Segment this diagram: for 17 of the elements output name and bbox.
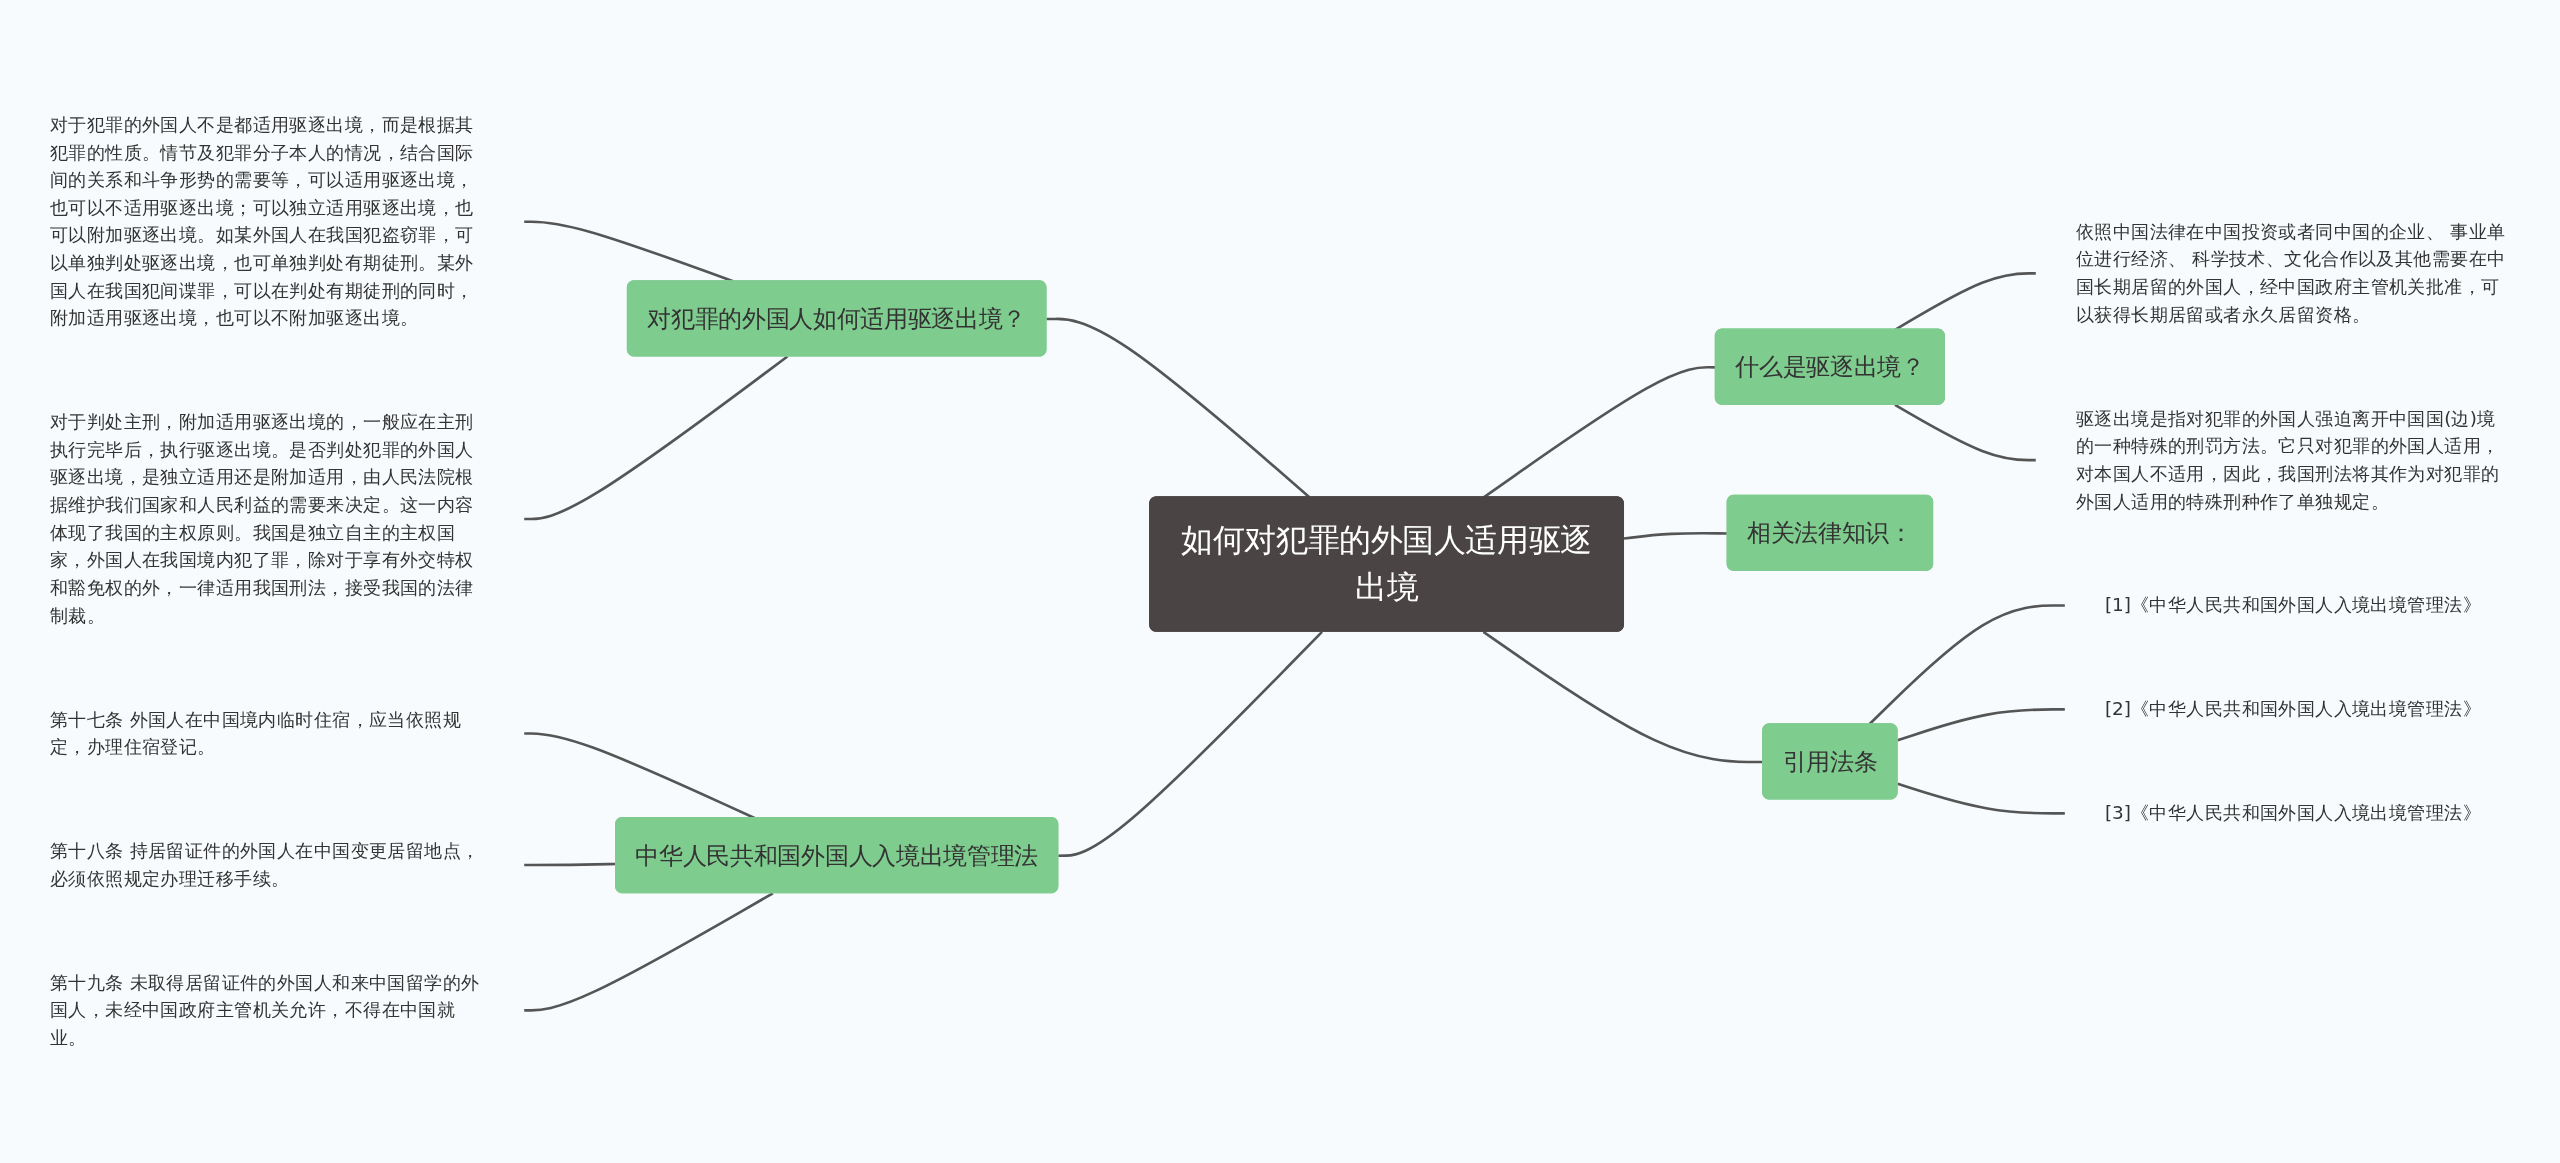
connector	[1058, 630, 1323, 858]
node-text: 对于判处主刑，附加适用驱逐出境的，一般应在主刑执行完毕后，执行驱逐出境。是否判处犯罪的外国人驱逐出境，是独立适用还是附加适用，由人民法院根据维护我们国家和人民利益的需要来决定。这一内容体现了我国的主权原则。我国是独立自主的主权国家，外国人在我国境内犯了罪，除对于享有外交特权和豁免权的外，一律适用我国刑法，接受我国的法律制裁。	[49, 411, 474, 626]
node-text: [2]《中华人民共和国外国人入境出境管理法》	[2104, 698, 2481, 720]
node-text: 对于犯罪的外国人不是都适用驱逐出境，而是根据其犯罪的性质。情节及犯罪分子本人的情况，结合国际间的关系和斗争形势的需要等，可以适用驱逐出境，也可以不适用驱逐出境；可以独立适用驱逐出境，也可以附加驱逐出境。如某外国人在我国犯盗窃罪，可以单独判处驱逐出境，也可单独判处有期徒刑。某外国人在我国犯间谍罪，可以在判处有期徒刑的同时，附加适用驱逐出境，也可以不附加驱逐出境。	[49, 113, 474, 329]
connector	[1897, 782, 2066, 815]
node-text: 第十九条 未取得居留证件的外国人和来中国留学的外国人，未经中国政府主管机关允许，不得在中国就业。	[49, 971, 480, 1048]
node-text: [3]《中华人民共和国外国人入境出境管理法》	[2104, 802, 2481, 824]
node-text: [1]《中华人民共和国外国人入境出境管理法》	[2104, 594, 2481, 616]
node-text: 第十七条 外国人在中国境内临时住宿，应当依照规定，办理住宿登记。	[49, 708, 462, 758]
connector	[1897, 708, 2066, 742]
node-text: 第十八条 持居留证件的外国人在中国变更居留地点，必须依照规定办理迁移手续。	[49, 840, 480, 889]
connector	[1623, 531, 1728, 540]
node-text: 驱逐出境是指对犯罪的外国人强迫离开中国国(边)境的一种特殊的刑罚方法。它只对犯罪的外国人适用，对本国人不适用，因此，我国刑法将其作为对犯罪的外国人适用的特殊刑种作了单独规定。	[2075, 407, 2500, 512]
connector	[1894, 403, 2037, 462]
node-text: 依照中国法律在中国投资或者同中国的企业、 事业单位进行经济、 科学技术、文化合作以及其他需要在中国长期居留的外国人，经中国政府主管机关批准，可以获得长期居留或者永久居留资格。	[2075, 220, 2506, 325]
connector	[523, 355, 789, 521]
connector	[523, 892, 774, 1012]
